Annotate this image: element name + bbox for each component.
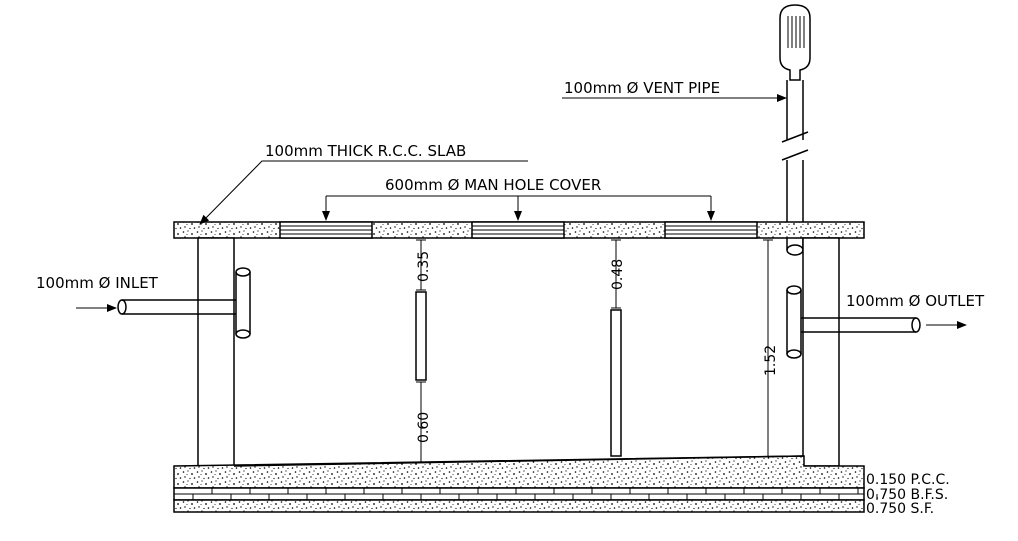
layer-bfs-label: 0.750 B.F.S.	[866, 487, 948, 503]
dimension-baffle1-top-label: 0.35	[416, 251, 432, 282]
outlet-pipe	[786, 285, 921, 359]
vent-pipe-label: 100mm Ø VENT PIPE	[564, 79, 720, 97]
brick-joints	[173, 488, 878, 500]
outlet-label: 100mm Ø OUTLET	[846, 292, 985, 310]
right-wall	[802, 237, 840, 467]
dimension-baffle2-top-label: 0.48	[610, 259, 626, 290]
base-layers	[173, 455, 865, 513]
rcc-slab	[173, 221, 865, 239]
dimension-depth-label: 1.52	[763, 345, 779, 376]
slab-leader	[199, 160, 528, 225]
layer-sf-label: 0.750 S.F.	[866, 501, 934, 517]
inlet-pipe	[117, 267, 251, 339]
manhole-leader	[322, 195, 715, 221]
baffle-wall-1	[415, 291, 427, 381]
vent-pipe	[779, 4, 811, 256]
layer-pcc-label: 0.150 P.C.C.	[866, 472, 950, 488]
left-wall	[197, 237, 235, 467]
manhole-label: 600mm Ø MAN HOLE COVER	[385, 176, 601, 194]
baffle-wall-2	[610, 309, 622, 457]
slab-label: 100mm THICK R.C.C. SLAB	[265, 142, 466, 160]
dimension-baffle1-bottom-label: 0.60	[416, 412, 432, 443]
inlet-label: 100mm Ø INLET	[36, 274, 159, 292]
dimension-baffle2-top	[611, 239, 621, 309]
dimension-baffle1-top	[416, 239, 426, 291]
